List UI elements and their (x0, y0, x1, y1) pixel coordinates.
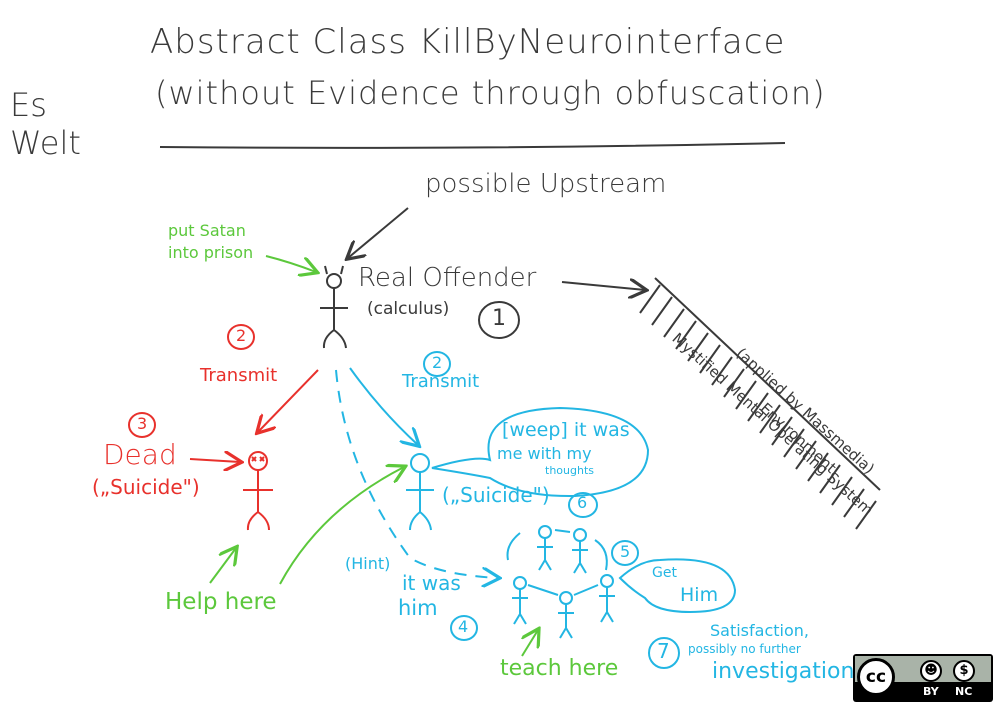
red-number-3: 3 (137, 414, 148, 433)
cyan-number-2-circle (423, 351, 451, 377)
dead-label: Dead (103, 438, 177, 471)
red-transmit-arrow (258, 369, 319, 432)
number-6: 6 (577, 493, 588, 512)
red-transmit-label: Transmit (200, 365, 278, 386)
cyan-transmit-arrow (349, 367, 418, 445)
satan-label-line-2: into prison (168, 243, 254, 262)
author-line-2: Welt (10, 124, 81, 162)
number-4: 4 (458, 617, 469, 636)
title-underline (159, 142, 786, 149)
him-label: him (398, 596, 438, 620)
number-1-circle (478, 301, 520, 339)
license-badge[interactable]: cc ☻ $ BY NC (853, 654, 993, 702)
help-arrow-cyan (279, 467, 404, 585)
license-nc-label: NC (955, 685, 973, 698)
it-was-label: it was (402, 571, 461, 595)
satan-label-line-1: put Satan (168, 221, 246, 240)
get-him-bubble (618, 558, 737, 614)
help-arrow-red (209, 548, 236, 584)
satisfaction-line-1: Satisfaction, (710, 621, 809, 640)
cc-icon: cc (857, 658, 895, 696)
environment-hatch (639, 277, 881, 530)
license-by-label: BY (923, 685, 939, 698)
author-line-1: Es (10, 86, 47, 124)
offender-to-environment-arrow (561, 282, 645, 290)
teach-here-label: teach here (500, 656, 619, 681)
upstream-arrow (348, 207, 409, 258)
get-him-label: Him (680, 584, 719, 606)
victim-figure (406, 453, 434, 531)
hint-label: (Hint) (345, 554, 391, 573)
teach-arrow (522, 630, 538, 657)
satan-arrow (265, 255, 316, 272)
crowd-figures (506, 525, 615, 639)
bubble-line-2: me with my (497, 444, 592, 463)
diagram-subtitle: (without Evidence through obfuscation) (155, 74, 826, 112)
dead-arrow (189, 459, 240, 462)
cyan-suicide-label: („Suicide") (442, 483, 550, 507)
dead-figure (243, 451, 273, 531)
offender-figure (320, 265, 348, 349)
red-number-3-circle (128, 412, 156, 438)
calculus-label: (calculus) (367, 299, 450, 319)
satisfaction-line-2: possibly no further (688, 642, 801, 656)
red-number-2-circle (227, 324, 255, 350)
offender-label: Real Offender (358, 263, 537, 293)
number-1: 1 (492, 306, 506, 331)
help-here-label: Help here (165, 589, 277, 615)
speech-bubble (431, 406, 650, 498)
bubble-line-1: [weep] it was (502, 419, 630, 441)
cyan-dashed-arrow (335, 369, 498, 578)
satisfaction-line-3: investigation (712, 659, 855, 684)
attribution-icon: ☻ (920, 660, 942, 682)
get-label: Get (652, 565, 677, 581)
diagram-title: Abstract Class KillByNeurointerface (150, 22, 786, 62)
cyan-transmit-label: Transmit (402, 371, 480, 392)
number-5: 5 (620, 542, 631, 561)
noncommercial-icon: $ (953, 660, 975, 682)
cyan-number-2: 2 (432, 353, 443, 372)
number-4-circle (450, 615, 478, 641)
upstream-label: possible Upstream (425, 169, 667, 199)
number-7-circle (648, 637, 680, 669)
red-suicide-label: („Suicide") (92, 475, 200, 499)
number-7: 7 (657, 639, 670, 663)
bubble-line-3: thoughts (545, 464, 594, 477)
number-5-circle (611, 540, 639, 566)
red-number-2: 2 (236, 326, 247, 345)
number-6-circle (568, 492, 598, 518)
